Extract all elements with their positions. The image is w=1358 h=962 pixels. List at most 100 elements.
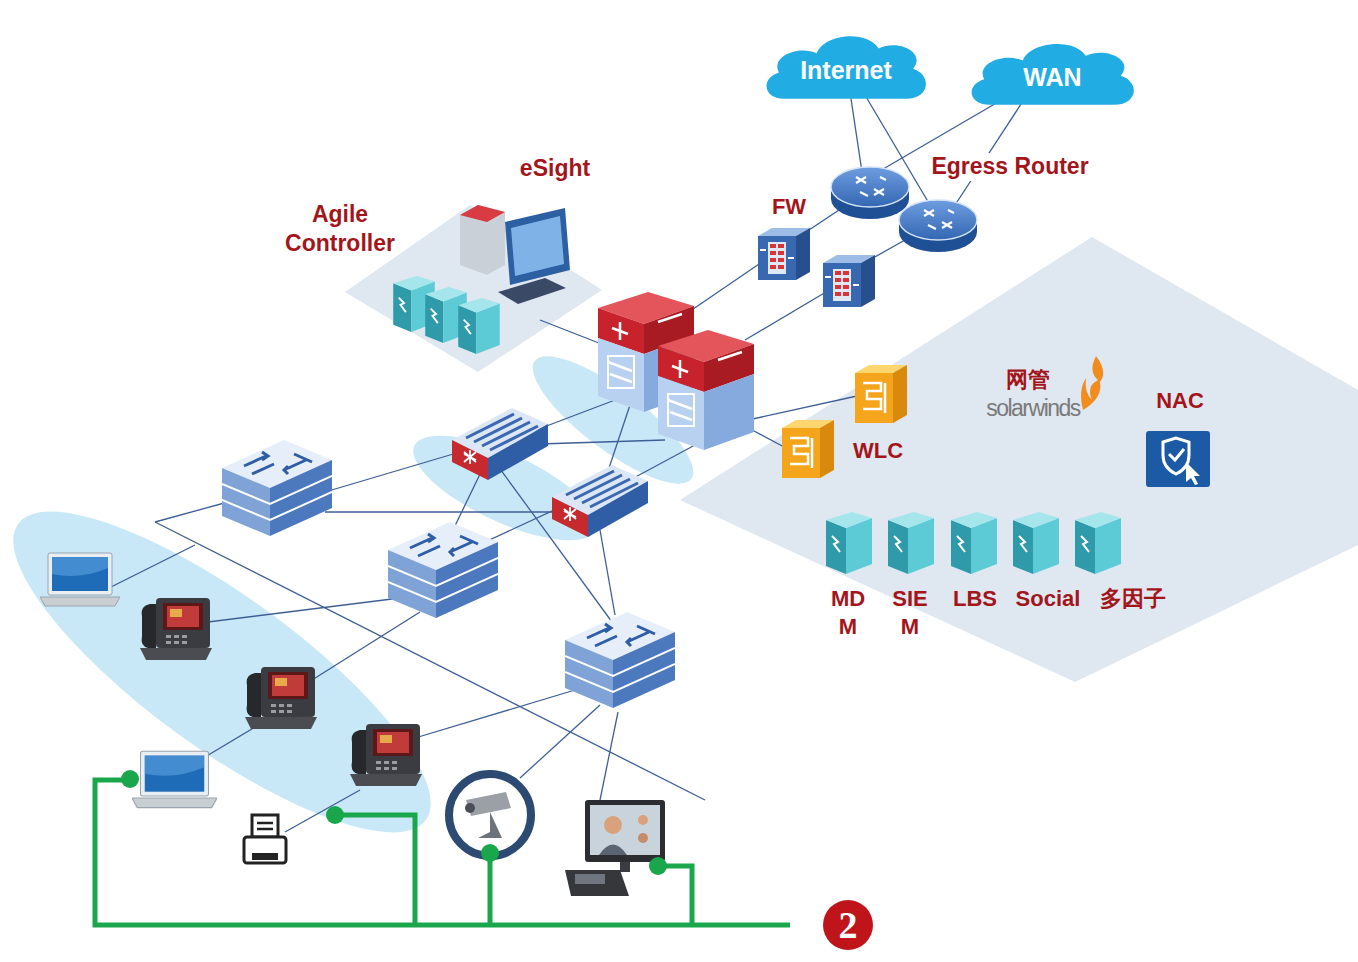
server-icon — [1075, 512, 1121, 574]
camera-icon — [449, 774, 531, 856]
controller-servers — [393, 276, 500, 354]
printer-icon — [244, 815, 286, 863]
wlc-icons — [782, 365, 907, 478]
wlc-icon — [782, 420, 834, 478]
shield — [1163, 438, 1189, 474]
link — [105, 545, 195, 590]
nac-box — [1146, 431, 1210, 487]
cloud-node: Internet — [760, 28, 932, 100]
link — [600, 530, 615, 615]
server-label: SIE M — [887, 585, 933, 640]
monitor-screen — [511, 216, 564, 276]
router-icon — [899, 200, 977, 252]
access-switch — [565, 612, 675, 708]
system-label: eSight — [520, 155, 590, 183]
server-label: Social — [1016, 586, 1081, 612]
link — [955, 98, 1025, 205]
aggregation-switch — [552, 465, 648, 537]
server-icon — [1013, 512, 1059, 574]
nac-icon — [1146, 431, 1210, 487]
server-icon — [826, 512, 872, 574]
link — [325, 452, 460, 492]
firewall-icon — [758, 228, 810, 280]
tower-top — [460, 205, 505, 222]
link — [752, 430, 786, 448]
router-icon — [831, 167, 909, 219]
core-switch — [658, 330, 754, 450]
link — [745, 292, 826, 340]
link — [452, 470, 482, 532]
switches — [222, 292, 754, 708]
endpoints — [40, 553, 665, 896]
camera-lens — [465, 803, 475, 813]
wire-dot — [481, 844, 499, 862]
access-ellipse — [0, 462, 471, 881]
wire-dot — [121, 770, 139, 788]
server-label: 多因子 — [1100, 586, 1166, 612]
esight-icon — [460, 205, 570, 304]
link — [850, 92, 862, 172]
device-label: Egress Router — [928, 153, 1091, 181]
ip-phone-icon — [140, 598, 212, 660]
link — [208, 598, 400, 622]
ip-phone-icon — [245, 667, 317, 729]
server-label: MD M — [825, 585, 871, 640]
zone-servers — [826, 512, 1121, 574]
laptop-icon — [40, 553, 120, 606]
node-text: Internet — [800, 44, 892, 85]
network-links — [105, 90, 1025, 832]
cloud-outline — [766, 36, 925, 99]
server-zone-panel — [680, 237, 1358, 682]
laptop-icon — [132, 751, 217, 807]
server-icon — [458, 298, 500, 354]
link — [415, 690, 575, 738]
cursor — [1186, 462, 1200, 485]
keyboard — [498, 278, 566, 304]
wlc-icon — [855, 365, 907, 423]
cloud-outline — [972, 44, 1134, 105]
camera-body — [466, 792, 511, 816]
camera-ring — [449, 774, 531, 856]
link — [748, 396, 857, 420]
device-label: WLC — [853, 438, 903, 464]
ip-phone-icon — [350, 724, 422, 786]
callout-number: 2 — [823, 900, 873, 950]
logo-text: solarwinds — [986, 395, 1080, 423]
node-text: WAN — [1023, 51, 1081, 92]
video-terminal-icon — [565, 800, 665, 896]
system-label: 网管 — [1006, 367, 1050, 393]
highlight-wires — [95, 770, 790, 925]
access-switch — [222, 440, 332, 536]
link — [540, 320, 604, 345]
tower-body — [460, 205, 505, 275]
camera-mount — [478, 812, 502, 838]
access-switch — [388, 522, 498, 618]
server-zone — [345, 205, 1358, 682]
link — [325, 511, 560, 512]
wire-dot — [326, 806, 344, 824]
firewall-icon — [823, 255, 875, 307]
group-ellipses — [0, 337, 709, 882]
egress-devices — [758, 167, 977, 307]
cloud-node: WAN — [965, 36, 1140, 106]
server-label: LBS — [953, 586, 997, 612]
link — [285, 790, 360, 832]
monitor — [505, 208, 570, 285]
link — [520, 705, 600, 778]
link — [600, 712, 618, 800]
server-icon — [951, 512, 997, 574]
device-label: FW — [772, 194, 806, 220]
link — [155, 502, 228, 522]
link — [155, 522, 705, 800]
check-mark — [1169, 449, 1184, 460]
system-label: Agile Controller — [273, 200, 408, 258]
system-label: NAC — [1156, 388, 1204, 414]
aggregation-switch — [452, 408, 548, 480]
server-icon — [888, 512, 934, 574]
solarwinds-flame — [1081, 356, 1103, 410]
green-wire — [95, 780, 790, 925]
